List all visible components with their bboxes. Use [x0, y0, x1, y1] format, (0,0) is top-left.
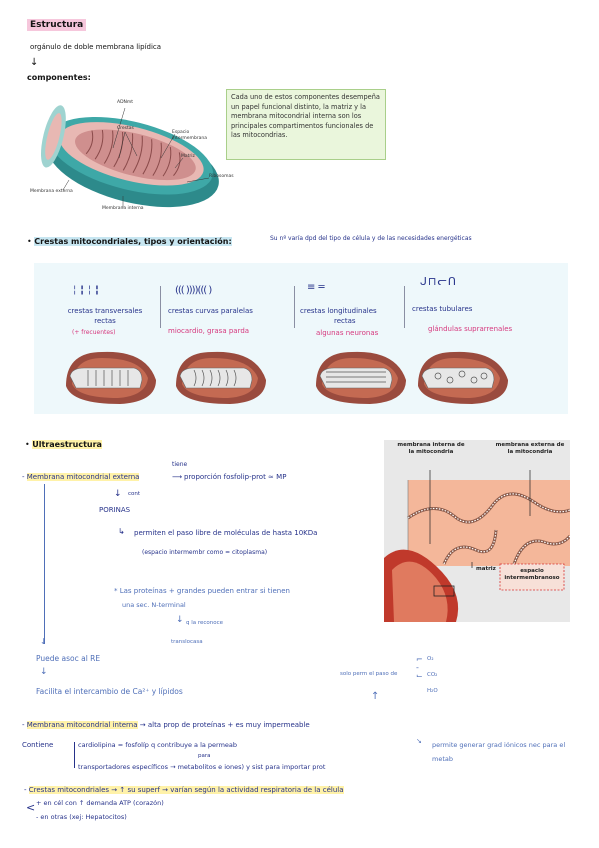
down-arrow-icon: ↓: [30, 57, 39, 68]
proportion-text: proporción fosfolip-prot ≃ MP: [184, 473, 287, 481]
type-2-name: crestas curvas paralelas: [168, 307, 253, 315]
chevron-icon: <: [26, 801, 36, 814]
membrana-externa-line: - Membrana mitocondrial externa: [22, 473, 140, 481]
arrow-down-icon: ↓: [40, 637, 47, 646]
label-espacio-fig: espacio intermembranoso: [504, 568, 560, 581]
label-membrana-externa: Membrana externa: [30, 189, 73, 194]
contiene-label: Contiene: [22, 741, 54, 749]
label-crestas: Crestas: [117, 126, 134, 131]
arrow-down-icon: ↓: [114, 489, 122, 499]
crestas-summary: - Crestas mitocondriales → ↑ su superf →…: [24, 786, 344, 794]
type-3-example: algunas neuronas: [316, 329, 379, 337]
type-3-name: crestas longitudinales: [300, 307, 377, 315]
type-4-name: crestas tubulares: [412, 305, 473, 313]
transportadores-note: transportadores específicos → metabolito…: [78, 763, 326, 771]
type-2-example: miocardio, grasa parda: [168, 327, 250, 335]
paso-co2: CO₂: [427, 672, 438, 678]
translocasa-note: translocasa: [171, 639, 203, 645]
label-membrana-externa-fig: membrana externa de la mitocondria: [495, 442, 565, 455]
label-matriz-fig: matriz: [476, 566, 496, 572]
label-adnmt: ADNmt: [117, 100, 134, 105]
divider: [294, 286, 295, 328]
tubular-cristae-icon: ᒍ⊓ᓕᑎ: [420, 275, 457, 288]
arrow-down-icon: ↓: [176, 615, 184, 625]
asoc-re: Puede asoc al RE: [36, 654, 101, 663]
transverse-cristae-icon: ╎╏╎╏: [72, 286, 102, 296]
info-box: Cada uno de estos componentes desempeña …: [226, 89, 386, 160]
proteins-note-2: una sec. N-terminal: [122, 601, 186, 609]
type-1-name-line2: rectas: [94, 317, 116, 325]
cardiolipina-note: cardiolipina = fosfolíp q contribuye a l…: [78, 741, 238, 749]
porinas-desc: permiten el paso libre de moléculas de h…: [134, 529, 318, 537]
type-1-name: crestas transversales: [67, 307, 143, 315]
type-4-example: glándulas suprarrenales: [428, 325, 513, 333]
paso-bracket: ⌐-⌙: [416, 655, 423, 680]
paso-o2: O₂: [427, 656, 434, 662]
connector-line: [44, 484, 45, 644]
longitudinal-cristae-icon: ≡ ═: [307, 282, 325, 293]
paso-h2o: H₂O: [427, 688, 438, 694]
section-title-estructura: Estructura: [27, 19, 87, 31]
type-1-example: (+ frecuentes): [72, 329, 116, 336]
crestas-note: Su nº varía dpd del tipo de célula y de …: [270, 235, 472, 242]
porinas-label: PORINAS: [99, 506, 131, 514]
cristae-types-illustrations: [65, 351, 509, 405]
divider: [160, 286, 161, 328]
curved-cristae-icon: ((( ))))((( ): [175, 285, 212, 296]
mitochondria-diagram: [40, 105, 219, 208]
bracket-line: [74, 742, 75, 768]
arrow-down-icon: ↓: [40, 667, 48, 677]
paso-label: solo perm el paso de: [340, 671, 398, 677]
ultra-heading: • Ultraestructura: [25, 440, 102, 449]
ultrastructure-figure: membrana interna de la mitocondria membr…: [384, 440, 570, 622]
components-label: componentes:: [27, 73, 91, 82]
impermeable-side-note: permite generar grad iónicos nec para el…: [432, 741, 566, 763]
elbow-arrow-icon: ↳: [118, 527, 125, 536]
arrow-up-icon: ↑: [371, 691, 380, 702]
proportion-arrow: ⟶: [172, 473, 183, 481]
type-3-name-line2: rectas: [334, 317, 356, 325]
label-membrana-interna-fig: membrana interna de la mitocondria: [397, 442, 465, 455]
label-matriz: Matriz: [181, 154, 195, 159]
subtitle: orgánulo de doble membrana lipídica: [30, 43, 162, 51]
para-note: para: [198, 753, 211, 759]
membrana-interna-line: - Membrana mitocondrial interna → alta p…: [22, 721, 310, 729]
crestas-less: - en otras (xej: Hepatocitos): [36, 813, 127, 821]
arrow-icon: ↘: [416, 737, 422, 745]
porinas-sub: (espacio intermembr como ≃ citoplasma): [142, 549, 268, 556]
proteins-note: * Las proteínas + grandes pueden entrar …: [114, 587, 290, 595]
crestas-more: + en cél con ↑ demanda ATP (corazón): [36, 799, 164, 807]
label-ribosomas: Ribosomas: [209, 174, 234, 179]
tiene-note: tiene: [172, 461, 188, 468]
cont-note: cont: [128, 491, 141, 497]
label-membrana-interna: Membrana interna: [102, 206, 144, 211]
crestas-heading: • Crestas mitocondriales, tipos y orient…: [27, 237, 232, 246]
label-espacio-intermembrana: Espacio intermembrana: [172, 130, 208, 141]
facilita-note: Facilita el intercambio de Ca²⁺ y lípido…: [36, 687, 183, 696]
reconoce-note: q la reconoce: [186, 620, 224, 626]
divider: [404, 286, 405, 328]
